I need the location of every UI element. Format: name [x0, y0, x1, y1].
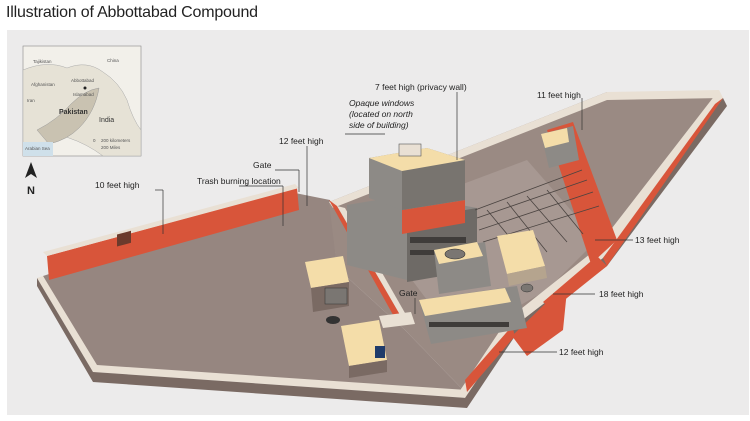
label-windows-line1: Opaque windows: [349, 98, 415, 108]
courtyard-structures: [434, 230, 547, 294]
map-label-iran: Iran: [27, 98, 35, 103]
label-windows-line2: (located on north: [349, 109, 413, 119]
north-label: N: [27, 185, 35, 197]
inset-map: Tajikistan China Afghanistan Abbottabad …: [22, 45, 142, 157]
north-arrow-icon: [25, 162, 37, 178]
map-label-pakistan: Pakistan: [59, 109, 88, 116]
label-11-feet: 11 feet high: [537, 90, 581, 100]
label-trash-burning: Trash burning location: [197, 176, 281, 186]
label-gate-top: Gate: [253, 160, 272, 170]
map-label-abbottabad: Abbottabad: [71, 78, 95, 83]
callout-labels: 7 feet high (privacy wall) Opaque window…: [95, 82, 680, 357]
label-12-feet-top: 12 feet high: [279, 136, 324, 146]
map-scale-miles: 200 Miles: [101, 145, 121, 150]
map-label-china: China: [107, 58, 119, 63]
label-gate-bottom: Gate: [399, 288, 418, 298]
leader-lines: [155, 92, 633, 353]
label-12-feet-bottom: 12 feet high: [559, 347, 604, 357]
map-marker-icon: [83, 86, 87, 90]
label-10-feet: 10 feet high: [95, 180, 140, 190]
map-label-arabian-sea: Arabian Sea: [25, 146, 50, 151]
map-label-islamabad: Islamabad: [73, 92, 94, 97]
guest-house-right: [541, 126, 579, 168]
label-13-feet: 13 feet high: [635, 235, 680, 245]
main-building: [347, 143, 477, 282]
map-scale-zero: 0: [93, 138, 96, 143]
label-windows-line3: side of building): [349, 120, 409, 130]
page-title: Illustration of Abbottabad Compound: [6, 4, 258, 21]
annex-building: [419, 283, 534, 344]
north-arrow: N: [25, 162, 37, 197]
left-annex: [305, 256, 415, 378]
map-label-afghanistan: Afghanistan: [31, 82, 55, 87]
label-18-feet: 18 feet high: [599, 289, 644, 299]
map-label-tajikistan: Tajikistan: [33, 59, 52, 64]
label-privacy-wall: 7 feet high (privacy wall): [375, 82, 467, 92]
map-scale-km: 200 kilometers: [101, 138, 131, 143]
compound-diagram: Tajikistan China Afghanistan Abbottabad …: [7, 30, 749, 415]
map-label-india: India: [99, 117, 114, 124]
